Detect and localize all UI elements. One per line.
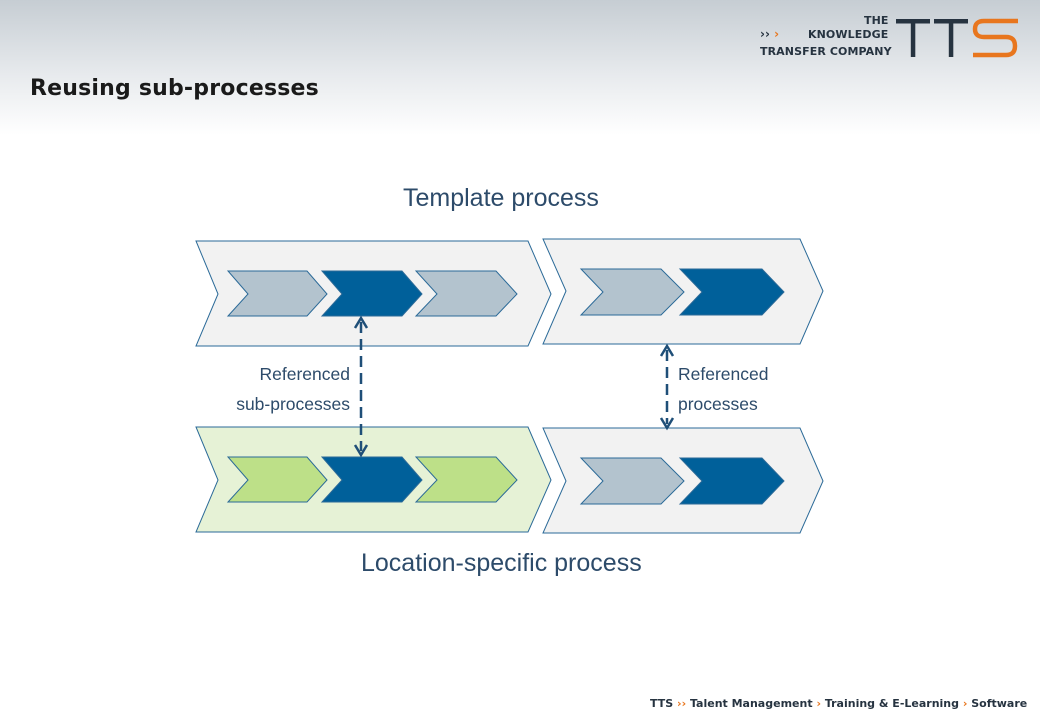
- template-process-title: Template process: [403, 184, 599, 212]
- logo-arrow-orange: ›: [774, 27, 780, 41]
- template-step-2-shared: [320, 270, 423, 317]
- logo-text-knowledge: KNOWLEDGE: [808, 28, 889, 41]
- location-step-3: [414, 456, 518, 503]
- template-step-3: [414, 270, 518, 317]
- location-step-2-shared: [320, 456, 423, 503]
- header-band: [0, 0, 1040, 135]
- location-step-4: [579, 457, 685, 505]
- template-step-5-shared: [678, 268, 785, 316]
- referenced-processes-line-2: processes: [678, 394, 758, 414]
- logo-text-the: THE: [864, 14, 889, 27]
- template-step-1: [226, 270, 328, 317]
- slide-title: Reusing sub-processes: [30, 76, 319, 101]
- referenced-subprocesses-label: Referenced sub-processes: [196, 359, 350, 419]
- logo-text-transfer-company: TRANSFER COMPANY: [760, 45, 892, 58]
- location-step-5-shared: [678, 457, 785, 505]
- tts-wordmark-logo: [896, 18, 1018, 58]
- footer-separator-1: ›: [816, 697, 821, 710]
- referenced-processes-arrow: [659, 343, 675, 431]
- footer-tagline: TTS ›› Talent Management › Training & E-…: [650, 697, 1027, 710]
- footer-item-talent-management: Talent Management: [689, 697, 813, 710]
- company-logo: ›› › THE KNOWLEDGE TRANSFER COMPANY: [760, 14, 1030, 64]
- footer-item-software: Software: [971, 697, 1028, 710]
- location-process-title: Location-specific process: [361, 549, 642, 577]
- logo-arrows: ›› ›: [760, 27, 779, 41]
- footer-item-training-elearning: Training & E-Learning: [824, 697, 960, 710]
- referenced-subprocesses-line-1: Referenced: [259, 364, 350, 384]
- logo-arrow-dark: ››: [760, 27, 770, 41]
- referenced-subprocesses-arrow: [353, 315, 369, 458]
- referenced-processes-line-1: Referenced: [678, 364, 769, 384]
- location-step-1: [226, 456, 328, 503]
- template-step-4: [579, 268, 685, 316]
- footer-brand-separator: ››: [677, 697, 687, 710]
- footer-brand: TTS: [650, 697, 674, 710]
- referenced-subprocesses-line-2: sub-processes: [236, 394, 350, 414]
- referenced-processes-label: Referenced processes: [678, 359, 828, 419]
- footer-separator-2: ›: [962, 697, 968, 710]
